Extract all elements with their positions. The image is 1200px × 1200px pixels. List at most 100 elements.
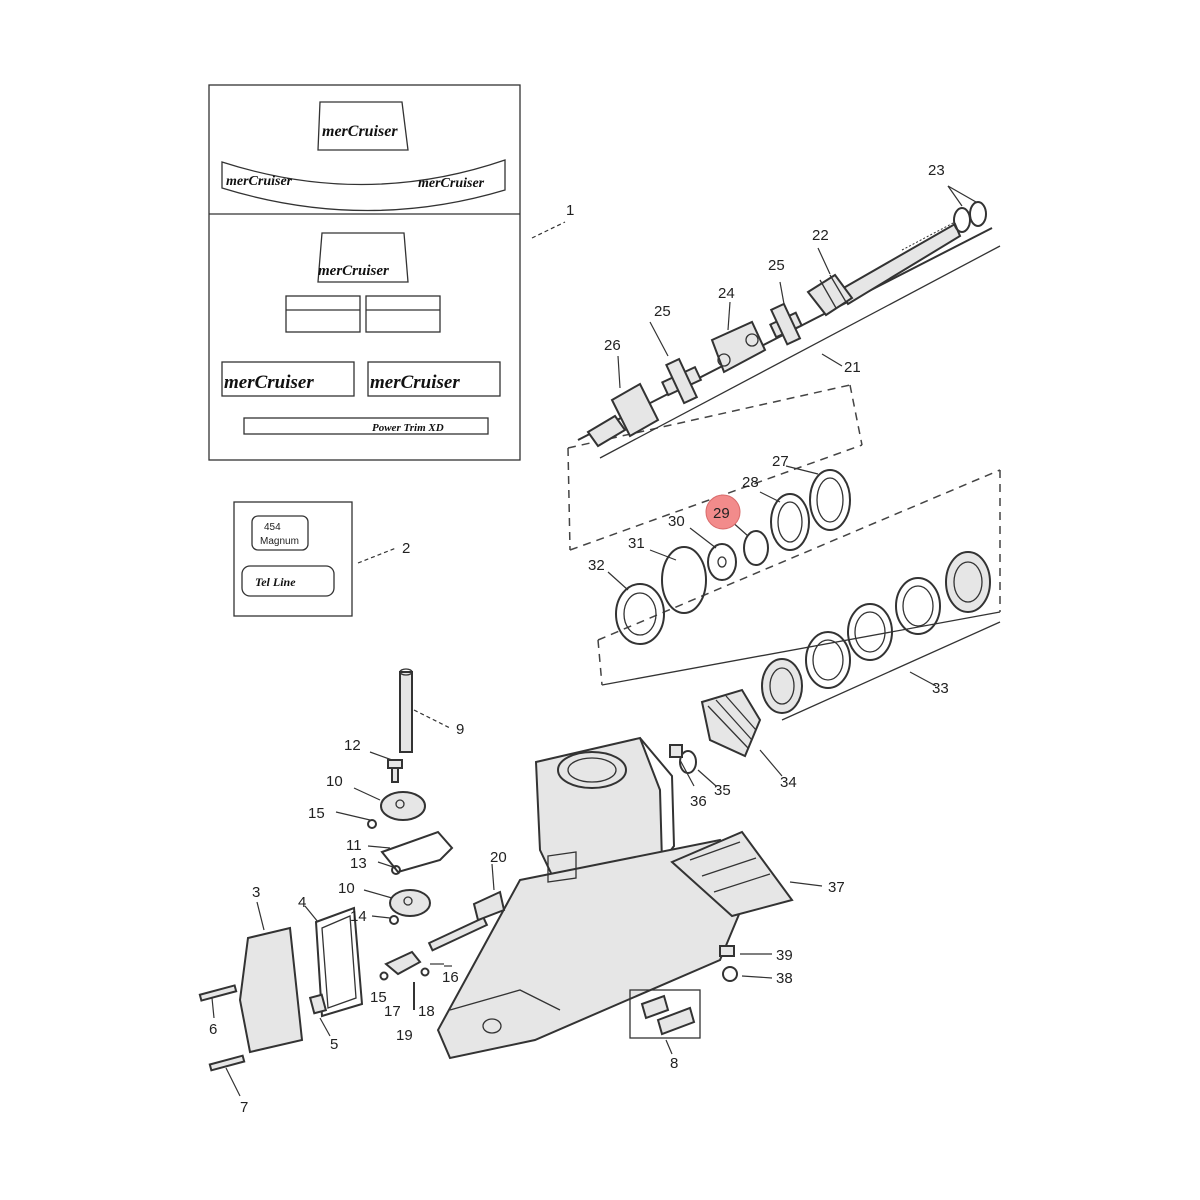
screw-7 — [208, 1054, 246, 1072]
callout-20: 20 — [490, 849, 507, 866]
callout-32: 32 — [588, 557, 605, 574]
badge-454: 454 — [264, 522, 281, 533]
gasket-4 — [314, 906, 364, 1018]
cam-10-lower — [389, 889, 431, 917]
bearing-27-inner — [816, 477, 844, 523]
washer-30 — [707, 543, 737, 581]
nut-36 — [669, 744, 683, 758]
yoke-shaft-26 — [586, 382, 660, 448]
callout-8: 8 — [670, 1055, 678, 1072]
bearing-27-outer — [809, 469, 851, 531]
o-ring-23b — [969, 201, 987, 227]
gasket-4-inner — [321, 915, 357, 1009]
callout-18: 18 — [418, 1003, 435, 1020]
callout-37: 37 — [828, 879, 845, 896]
part-38 — [722, 966, 738, 982]
washer-35 — [679, 750, 697, 774]
callout-10-upper: 10 — [326, 773, 343, 790]
callout-21: 21 — [844, 359, 861, 376]
cup-32-outer — [615, 583, 665, 645]
shift-shaft-9 — [399, 668, 413, 753]
ring-29 — [743, 530, 769, 566]
bracket-20 — [472, 890, 506, 922]
callout-22: 22 — [812, 227, 829, 244]
decal-logo-middle: merCruiser — [318, 263, 389, 279]
callout-28: 28 — [742, 474, 759, 491]
callout-16: 16 — [442, 969, 459, 986]
gearcase-housing — [436, 736, 747, 1060]
callout-11: 11 — [346, 837, 362, 854]
cam-10-upper — [380, 791, 426, 821]
callout-15-upper: 15 — [308, 805, 325, 822]
bearing-28-inner — [777, 501, 803, 543]
plate-37 — [670, 830, 794, 918]
callout-9: 9 — [456, 721, 464, 738]
callout-12: 12 — [344, 737, 361, 754]
callout-7: 7 — [240, 1099, 248, 1116]
callout-15-lower: 15 — [370, 989, 387, 1006]
callout-1: 1 — [566, 202, 574, 219]
part-13 — [391, 865, 401, 875]
screw-12 — [387, 759, 403, 783]
callout-26: 26 — [604, 337, 621, 354]
part-18 — [420, 967, 430, 977]
screw-6 — [198, 984, 238, 1002]
callout-23: 23 — [928, 162, 945, 179]
u-joint-cross-left — [660, 357, 703, 405]
pinion-gear-34 — [700, 688, 762, 758]
callout-38: 38 — [776, 970, 793, 987]
cup-32-inner — [623, 592, 657, 636]
callout-34: 34 — [780, 774, 797, 791]
decal-logo-stripe-right: merCruiser — [418, 176, 485, 191]
rod-16 — [427, 916, 489, 952]
callout-30: 30 — [668, 513, 685, 530]
yoke-24 — [710, 320, 767, 374]
callout-35: 35 — [714, 782, 731, 799]
callout-10-lower: 10 — [338, 880, 355, 897]
plug-5 — [308, 993, 328, 1015]
plate-11 — [380, 830, 454, 874]
callout-17: 17 — [384, 1003, 401, 1020]
callout-36: 36 — [690, 793, 707, 810]
callout-29: 29 — [713, 505, 730, 522]
callout-labels: 1 2 3 4 5 6 7 8 9 10 10 11 12 13 14 15 1… — [209, 162, 949, 1116]
badge-box: 454 Magnum Tel Line — [233, 501, 353, 617]
badge-tel-line: Tel Line — [255, 575, 296, 589]
callout-25-right: 25 — [768, 257, 785, 274]
u-joint-cross-right — [769, 302, 803, 346]
callout-6: 6 — [209, 1021, 217, 1038]
callout-19: 19 — [396, 1027, 413, 1044]
part-15-lower — [379, 971, 389, 981]
washer-30-hole — [717, 556, 727, 568]
callout-13: 13 — [350, 855, 367, 872]
decal-power-trim: Power Trim XD — [372, 422, 444, 434]
callout-3: 3 — [252, 884, 260, 901]
part-14 — [389, 915, 399, 925]
callout-5: 5 — [330, 1036, 338, 1053]
callout-33: 33 — [932, 680, 949, 697]
callout-4: 4 — [298, 894, 306, 911]
callout-39: 39 — [776, 947, 793, 964]
lever-17 — [384, 950, 422, 976]
part-box-8 — [629, 989, 701, 1039]
bearing-28-outer — [770, 493, 810, 551]
callout-27: 27 — [772, 453, 789, 470]
decal-kit-box: merCruiser merCruiser merCruiser merCrui… — [208, 84, 521, 461]
decal-logo-top: merCruiser — [322, 123, 398, 140]
decal-logo-left: merCruiser — [224, 372, 314, 393]
badge-magnum: Magnum — [260, 536, 299, 547]
callout-25-left: 25 — [654, 303, 671, 320]
o-ring-23a — [953, 207, 971, 233]
o-ring-31 — [661, 546, 707, 614]
callout-31: 31 — [628, 535, 645, 552]
callout-24: 24 — [718, 285, 735, 302]
part-39 — [719, 945, 735, 957]
highlight-29 — [705, 494, 741, 530]
callout-14: 14 — [350, 908, 367, 925]
callout-2: 2 — [402, 540, 410, 557]
decal-logo-right: merCruiser — [370, 372, 460, 393]
gear-pack-33 — [761, 551, 991, 714]
part-15-upper — [367, 819, 377, 829]
decal-logo-stripe-left: merCruiser — [226, 174, 293, 189]
